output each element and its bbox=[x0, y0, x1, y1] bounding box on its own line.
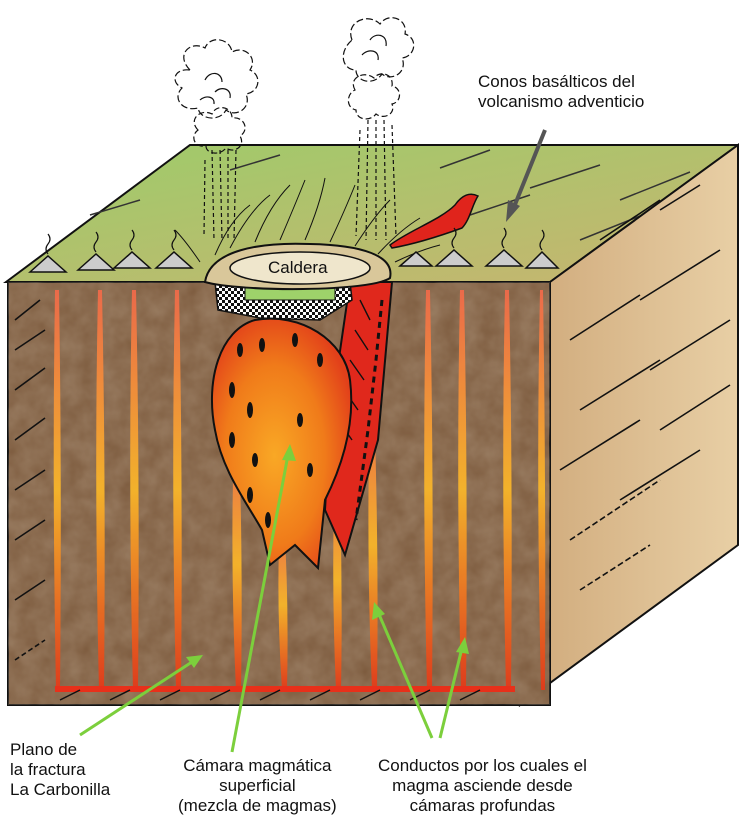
base-red-line bbox=[55, 686, 515, 692]
conos-label: Conos basálticos del volcanismo adventic… bbox=[478, 72, 644, 112]
caldera-label: Caldera bbox=[268, 258, 328, 278]
plano-label: Plano de la fractura La Carbonilla bbox=[10, 740, 110, 800]
conductos-label: Conductos por los cuales el magma ascien… bbox=[378, 756, 587, 816]
camara-label: Cámara magmática superficial (mezcla de … bbox=[178, 756, 337, 816]
